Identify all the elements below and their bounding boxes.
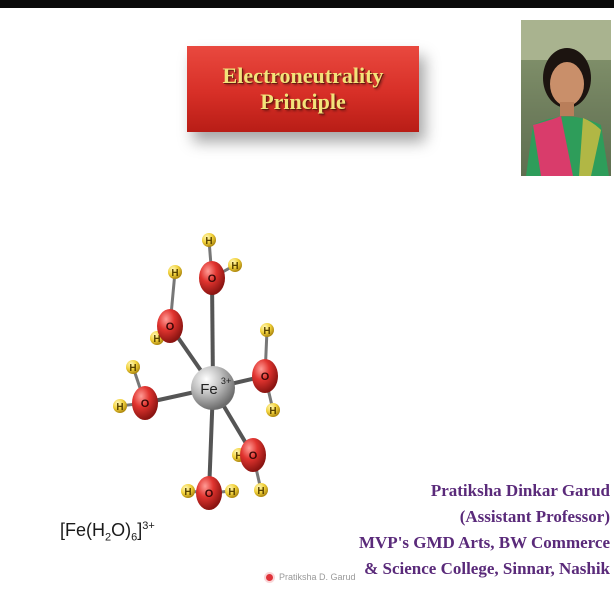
svg-text:H: H [263,326,270,337]
hydrogen-atom: H [260,323,274,337]
svg-text:O: O [141,398,150,410]
footer-credit: Pratiksha D. Garud [279,572,356,582]
svg-text:H: H [153,334,160,345]
complex-formula: [Fe(H2O)6]3+ [60,520,155,544]
svg-text:H: H [116,402,123,413]
portrait-image [521,20,611,176]
fe-h2o6-molecule-diagram: H H H H H H H H H H H H O O O O O O Fe 3… [113,233,280,510]
hydrogen-atom: H [126,360,140,374]
author-name: Pratiksha Dinkar Garud [430,481,610,500]
hydrogen-atom: H [181,484,195,498]
svg-text:H: H [205,236,212,247]
svg-text:H: H [231,261,238,272]
title-line-1: Electroneutrality [222,63,384,88]
institution-line-1: MVP's GMD Arts, BW Commerce [358,533,610,552]
top-border [0,0,614,8]
author-role: (Assistant Professor) [459,507,610,526]
oxygen-atom: O [132,386,158,420]
author-credit: Pratiksha Dinkar Garud (Assistant Profes… [359,478,610,582]
hydrogen-atom: H [266,403,280,417]
svg-text:O: O [249,450,258,462]
footer-watermark: Pratiksha D. Garud [266,572,356,582]
svg-text:H: H [228,487,235,498]
svg-text:O: O [166,321,175,333]
svg-text:H: H [257,486,264,497]
svg-text:H: H [171,268,178,279]
oxygen-atoms: O O O O O O [132,261,278,510]
hydrogen-atom: H [202,233,216,247]
oxygen-atom: O [240,438,266,472]
institution-line-2: & Science College, Sinnar, Nashik [364,559,610,578]
svg-text:O: O [261,371,270,383]
svg-text:O: O [205,488,214,500]
svg-text:H: H [184,487,191,498]
hydrogen-atom: H [113,399,127,413]
svg-text:H: H [129,363,136,374]
fe-label: Fe [200,381,218,398]
hydrogen-atoms: H H H H H H H H H H H H [113,233,280,498]
record-dot-icon [266,573,273,581]
author-photo [521,20,611,176]
hydrogen-atom: H [254,483,268,497]
oxygen-atom: O [252,359,278,393]
hydrogen-atom: H [225,484,239,498]
title-line-2: Principle [260,89,346,114]
svg-text:H: H [235,451,242,462]
iron-atom: Fe 3+ [191,366,235,410]
fe-charge: 3+ [221,376,231,386]
oxygen-atom: O [196,476,222,510]
hydrogen-atom: H [168,265,182,279]
oxygen-atom: O [199,261,225,295]
title-banner: Electroneutrality Principle [187,46,419,132]
hydrogen-atom: H [228,258,242,272]
oxygen-atom: O [157,309,183,343]
svg-text:H: H [269,406,276,417]
svg-text:O: O [208,273,217,285]
